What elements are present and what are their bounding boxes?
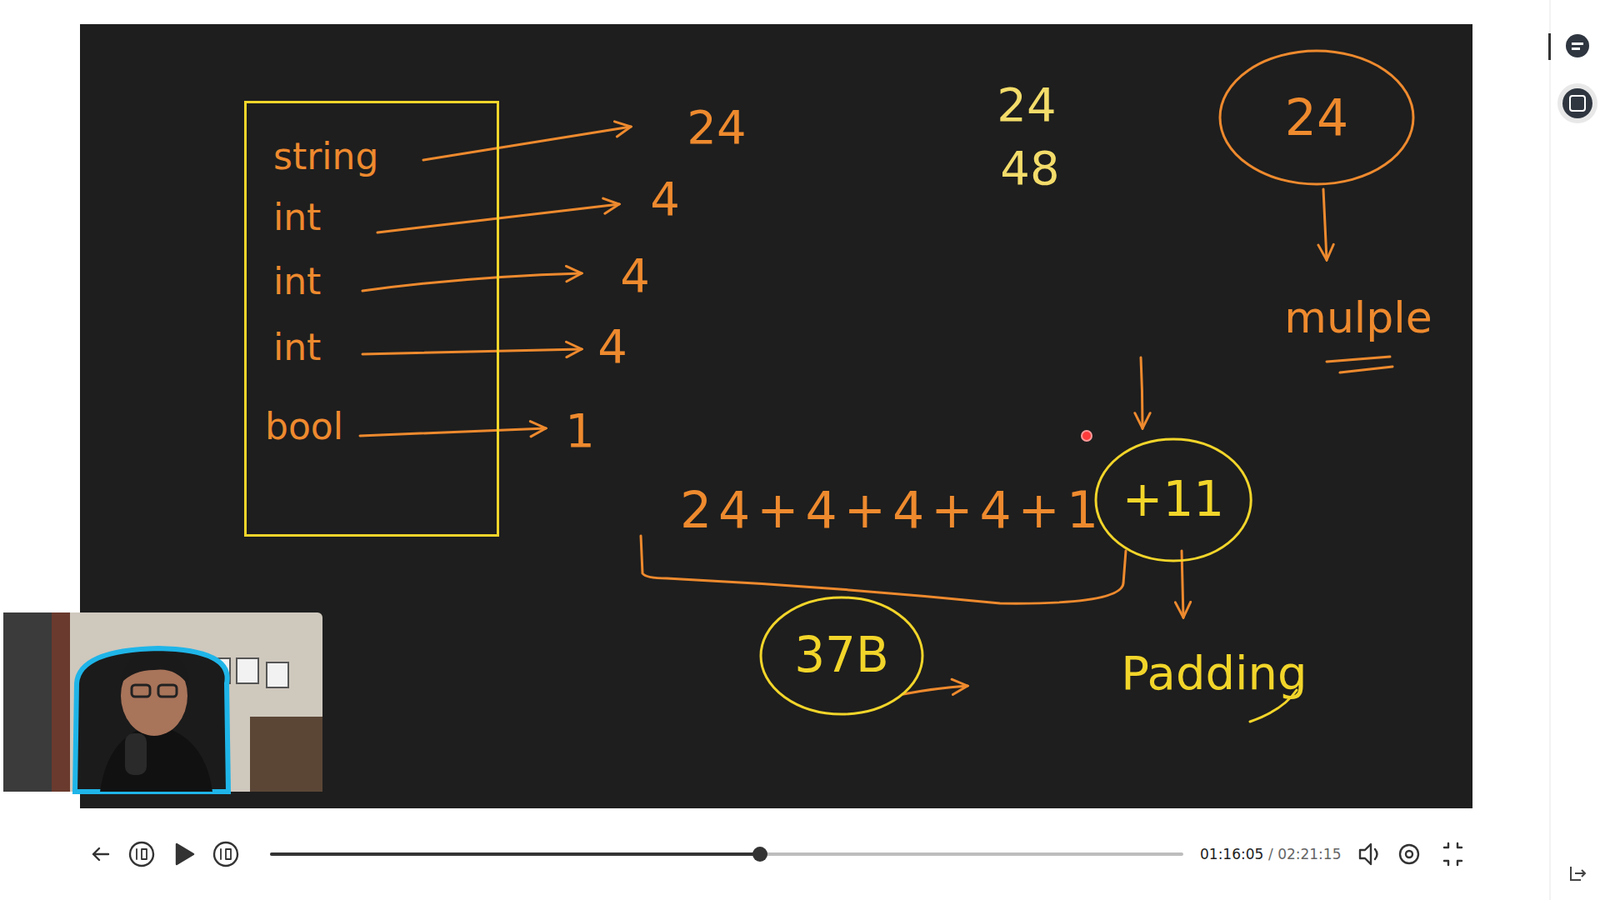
circled-text: 24 xyxy=(1285,90,1349,145)
size-value: 4 xyxy=(650,173,680,225)
circled-total: 37B xyxy=(758,595,925,717)
circled-text: +11 xyxy=(1122,473,1225,527)
webcam-thumbnail xyxy=(3,612,323,792)
field-type: int xyxy=(273,327,321,368)
size-value: 4 xyxy=(620,250,650,302)
note-number: 24 xyxy=(996,79,1056,131)
size-value: 4 xyxy=(597,320,628,373)
underline xyxy=(1326,356,1393,373)
field-type: int xyxy=(273,261,321,302)
size-value: 1 xyxy=(565,405,595,457)
struct-box: string int int int bool xyxy=(244,100,500,537)
sum-expression: 24+4+4+4+1 xyxy=(680,482,1105,538)
ellipse-outline xyxy=(1095,439,1251,561)
progress-bar xyxy=(271,846,1182,862)
sidebar xyxy=(1548,0,1598,900)
circled-text: 37B xyxy=(794,629,890,683)
note-word: mulple xyxy=(1284,294,1433,342)
field-type: int xyxy=(273,197,321,238)
circled-number: 24 xyxy=(1217,48,1416,187)
total-time: / 02:21:15 xyxy=(1268,846,1341,863)
ellipse-outline xyxy=(758,595,925,717)
ellipse-outline xyxy=(1220,50,1414,185)
ellipse-outline xyxy=(1217,48,1416,187)
ellipse-outline xyxy=(1093,436,1254,564)
size-value: 24 xyxy=(686,101,746,154)
field-type: string xyxy=(273,136,379,177)
laser-pointer xyxy=(1081,430,1092,441)
underline-swoosh xyxy=(1250,690,1297,722)
leader-arrows xyxy=(360,126,1327,695)
current-time: 01:16:05 xyxy=(1200,846,1264,863)
circled-padding: +11 xyxy=(1093,436,1254,564)
player-controls xyxy=(93,842,1462,866)
field-type: bool xyxy=(265,406,344,447)
ellipse-outline xyxy=(760,597,923,715)
note-word: Padding xyxy=(1120,647,1307,700)
note-number: 48 xyxy=(1000,142,1060,195)
